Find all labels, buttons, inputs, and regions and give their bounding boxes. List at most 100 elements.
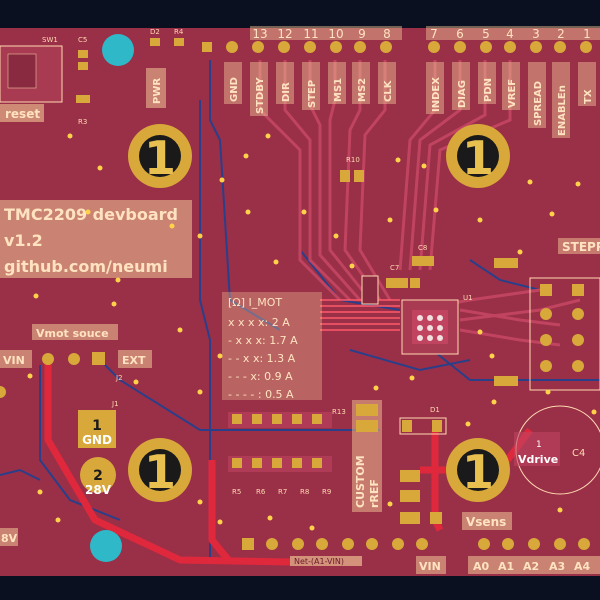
via bbox=[477, 217, 483, 223]
via bbox=[517, 249, 523, 255]
thermal-via bbox=[427, 315, 433, 321]
header-pin bbox=[578, 538, 590, 550]
vmot-source[interactable]: Vmot souce VIN EXT J2 bbox=[0, 324, 152, 382]
header-pin bbox=[354, 41, 366, 53]
j1-pin-2 bbox=[80, 457, 116, 493]
signal-label: TX bbox=[583, 89, 594, 104]
via bbox=[421, 163, 427, 169]
mount-hole-top-left: 1 bbox=[128, 124, 192, 188]
signal-box bbox=[426, 62, 444, 114]
ref-r13: R13 bbox=[332, 408, 346, 416]
pin-number: 8 bbox=[383, 27, 391, 41]
mount-hole-top-right: 1 bbox=[446, 124, 510, 188]
v28-label: 28V bbox=[85, 483, 112, 497]
signal-box bbox=[578, 62, 596, 106]
signal-box bbox=[352, 62, 370, 104]
via bbox=[395, 157, 401, 163]
pad bbox=[432, 420, 442, 432]
ref-r3: R3 bbox=[78, 118, 87, 126]
reset-switch[interactable]: SW1 reset bbox=[0, 36, 63, 122]
stepper-pin bbox=[540, 360, 552, 372]
vin-label: VIN bbox=[3, 354, 25, 367]
header-pin bbox=[252, 41, 264, 53]
steppe-label: STEPPE bbox=[562, 240, 600, 254]
via bbox=[309, 525, 315, 531]
mount-hole-teal bbox=[102, 34, 134, 66]
ref-r10: R10 bbox=[346, 156, 360, 164]
jumper-pin[interactable] bbox=[92, 352, 105, 365]
header-pin bbox=[330, 41, 342, 53]
stepper-pin bbox=[540, 284, 552, 296]
pad bbox=[78, 62, 88, 70]
header-pin bbox=[292, 538, 304, 550]
signal-box bbox=[452, 62, 470, 110]
vin-bottom-box bbox=[416, 556, 446, 574]
via bbox=[349, 263, 355, 269]
signal-box bbox=[378, 62, 396, 104]
pin-number: 13 bbox=[252, 27, 267, 41]
tmc2209-chip: U1 bbox=[401, 294, 473, 355]
via bbox=[27, 373, 33, 379]
pad bbox=[312, 414, 322, 424]
pin-number: 2 bbox=[557, 27, 565, 41]
ref-d2: D2 bbox=[150, 28, 160, 36]
reset-button-cap[interactable] bbox=[7, 53, 37, 89]
ref-d1: D1 bbox=[430, 406, 440, 414]
j1-power-input: J1 1 GND 2 28V bbox=[78, 400, 119, 497]
v8-box bbox=[0, 528, 18, 546]
via bbox=[527, 179, 533, 185]
header-pin bbox=[554, 41, 566, 53]
pwr-label: PWR bbox=[152, 78, 163, 104]
num-box-right bbox=[426, 26, 600, 40]
pin-number: 12 bbox=[277, 27, 292, 41]
signal-box bbox=[552, 62, 570, 138]
net-label-box bbox=[290, 556, 362, 566]
board-title: TMC2209 devboard bbox=[4, 205, 178, 224]
signal-label: DIR bbox=[281, 82, 292, 102]
stepper-pin bbox=[540, 308, 552, 320]
pad bbox=[494, 258, 518, 268]
pin-number: 10 bbox=[328, 27, 343, 41]
ext-label: EXT bbox=[122, 354, 146, 367]
signal-box bbox=[250, 62, 268, 116]
imot-row: - - x x: 1.3 A bbox=[228, 352, 296, 365]
ref-c7: C7 bbox=[390, 264, 399, 272]
thermal-via bbox=[437, 335, 443, 341]
mount-hole-label: 1 bbox=[462, 445, 494, 499]
analog-label: A0 bbox=[473, 560, 490, 573]
vdrive-pin: 1 bbox=[536, 440, 542, 450]
pwr-led-group: D2 R4 PWR bbox=[146, 28, 184, 108]
stepper-pin bbox=[572, 284, 584, 296]
pad bbox=[340, 170, 350, 182]
header-pin bbox=[380, 41, 392, 53]
reset-label-box bbox=[0, 104, 44, 122]
via bbox=[301, 209, 307, 215]
stepper-pin bbox=[572, 360, 584, 372]
pad bbox=[430, 512, 442, 524]
signal-label: CLK bbox=[383, 79, 394, 102]
pin-number: 5 bbox=[482, 27, 490, 41]
via bbox=[37, 489, 43, 495]
pad bbox=[150, 38, 160, 46]
analog-label: A2 bbox=[523, 560, 539, 573]
header-pin bbox=[266, 538, 278, 550]
jumper-pin[interactable] bbox=[42, 353, 54, 365]
signal-label: SPREAD bbox=[533, 81, 544, 126]
custom-rref: R13 CUSTOM rREF bbox=[332, 400, 382, 512]
stepper-outline bbox=[529, 277, 600, 391]
via bbox=[387, 501, 393, 507]
ref-j1: J1 bbox=[111, 400, 119, 408]
trace-bundle bbox=[320, 299, 400, 331]
ref-c5: C5 bbox=[78, 36, 87, 44]
resistor-array: R5 R6 R7 R8 R9 bbox=[228, 412, 332, 496]
vmot-label-box bbox=[32, 324, 118, 340]
v8-label: 8V bbox=[1, 532, 18, 545]
pad bbox=[312, 458, 322, 468]
analog-label: A4 bbox=[574, 560, 591, 573]
via bbox=[465, 421, 471, 427]
jumper-pin[interactable] bbox=[68, 353, 80, 365]
via bbox=[265, 133, 271, 139]
signal-label: STEP bbox=[307, 80, 318, 108]
via bbox=[217, 519, 223, 525]
